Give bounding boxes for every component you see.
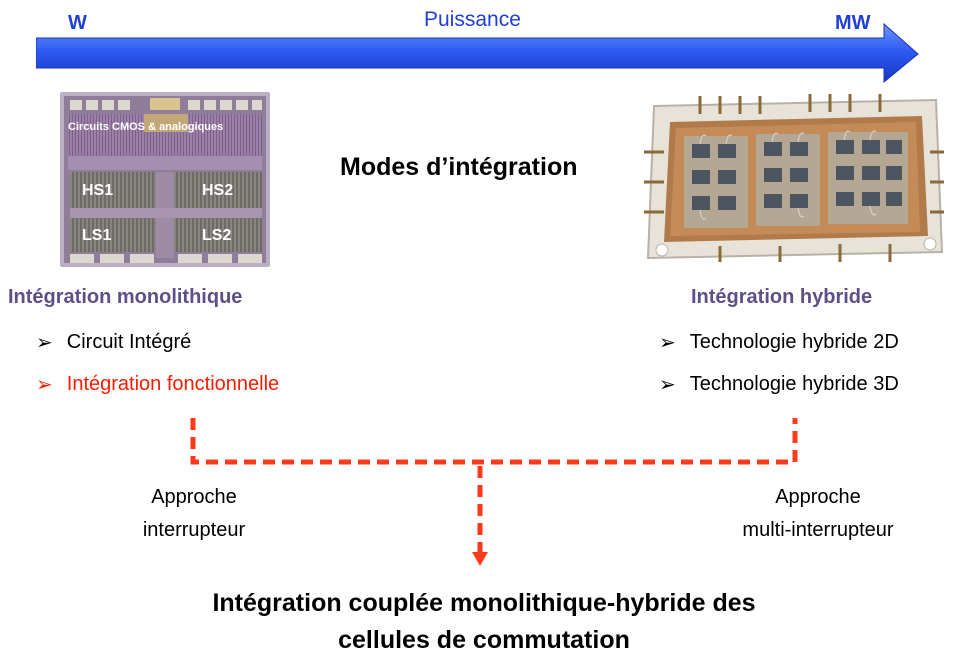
power-axis-low-label: W — [68, 12, 87, 34]
power-axis-high-label: MW — [835, 12, 871, 34]
bullet-text: Technologie hybride 2D — [689, 331, 899, 353]
monolithic-chip-photo: Circuits CMOS & analogiques HS1 HS2 LS1 … — [60, 92, 270, 267]
chip-cell-ls1: LS1 — [82, 227, 112, 244]
arrowhead-bullet-icon: ➢ — [659, 332, 676, 354]
hybrid-integration-title: Intégration hybride — [691, 286, 873, 308]
monolithic-bullet-item: ➢ Circuit Intégré — [36, 330, 191, 355]
switch-approach-label: Approche interrupteur — [94, 481, 294, 547]
dashed-bracket-line — [190, 418, 798, 465]
dashed-arrowhead-icon — [472, 552, 488, 566]
conclusion-line: cellules de commutation — [338, 626, 630, 654]
approach-line: Approche — [151, 486, 237, 508]
monolithic-bullet-item-highlighted: ➢ Intégration fonctionnelle — [36, 372, 279, 397]
approach-line: Approche — [775, 486, 861, 508]
arrowhead-bullet-icon: ➢ — [36, 374, 53, 396]
bullet-text: Circuit Intégré — [66, 331, 192, 353]
chip-cmos-label: Circuits CMOS & analogiques — [68, 121, 224, 133]
approach-line: multi-interrupteur — [742, 519, 894, 541]
arrowhead-bullet-icon: ➢ — [36, 332, 53, 354]
monolithic-integration-title: Intégration monolithique — [8, 286, 243, 308]
chip-cell-ls2: LS2 — [202, 227, 232, 244]
coupled-integration-conclusion: Intégration couplée monolithique-hybride… — [84, 585, 884, 659]
approach-line: interrupteur — [142, 519, 246, 541]
bullet-text: Technologie hybride 3D — [689, 373, 899, 395]
arrowhead-bullet-icon: ➢ — [659, 374, 676, 396]
hybrid-power-module-photo — [640, 92, 946, 264]
conclusion-line: Intégration couplée monolithique-hybride… — [212, 589, 756, 617]
hybrid-bullet-item: ➢ Technologie hybride 3D — [659, 372, 899, 397]
chip-cell-hs2: HS2 — [202, 182, 234, 199]
integration-modes-title: Modes d’intégration — [340, 153, 578, 181]
power-axis-arrow — [36, 22, 919, 84]
power-axis-title: Puissance — [424, 8, 521, 31]
hybrid-bullet-item: ➢ Technologie hybride 2D — [659, 330, 899, 355]
multi-switch-approach-label: Approche multi-interrupteur — [718, 481, 918, 547]
chip-cell-hs1: HS1 — [82, 182, 114, 199]
bullet-text: Intégration fonctionnelle — [66, 373, 280, 395]
